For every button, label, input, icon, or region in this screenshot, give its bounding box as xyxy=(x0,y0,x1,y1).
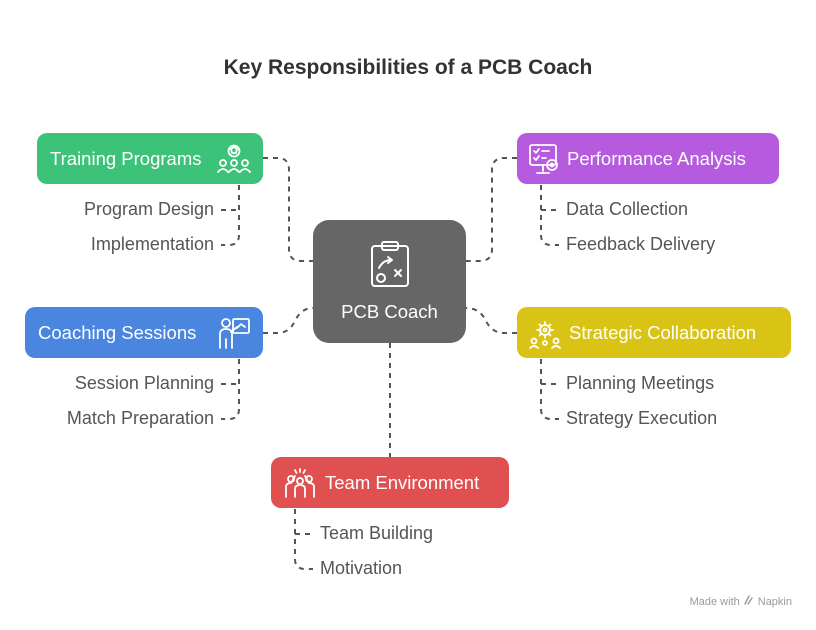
made-with-label: Made with xyxy=(689,595,740,608)
monitor-checklist-icon xyxy=(529,143,559,175)
connector-strategic-sub xyxy=(540,359,559,420)
sub-program-design: Program Design xyxy=(83,199,214,219)
branch-coaching-sessions: Coaching Sessions xyxy=(25,307,263,358)
sub-strategy-execution: Strategy Execution xyxy=(566,408,718,428)
sub-team-building: Team Building xyxy=(320,523,434,543)
sub-planning-meetings: Planning Meetings xyxy=(566,373,715,393)
group-gear-icon xyxy=(529,317,561,349)
branch-performance-analysis: Performance Analysis xyxy=(517,133,779,184)
connector-team-sub xyxy=(294,509,313,570)
connector-coaching xyxy=(263,307,314,334)
branch-label: Coaching Sessions xyxy=(38,321,197,343)
clipboard-play-icon xyxy=(369,240,411,293)
branch-label: Training Programs xyxy=(50,147,202,169)
diagram-title: Key Responsibilities of a PCB Coach xyxy=(223,56,593,79)
connector-coaching-sub xyxy=(221,359,240,420)
branch-training-programs: Training Programs xyxy=(37,133,263,184)
sub-data-collection: Data Collection xyxy=(566,199,689,219)
connector-strategic xyxy=(465,307,517,334)
sub-session-planning: Session Planning xyxy=(74,373,214,393)
presenter-board-icon xyxy=(217,317,251,349)
sub-match-preparation: Match Preparation xyxy=(66,408,214,428)
branch-strategic-collaboration: Strategic Collaboration xyxy=(517,307,791,358)
center-label: PCB Coach xyxy=(341,301,438,322)
made-with-napkin: Made with Napkin xyxy=(690,595,792,608)
connector-training-sub xyxy=(221,185,240,246)
connector-performance xyxy=(466,157,517,262)
branch-label: Performance Analysis xyxy=(567,147,746,169)
sub-feedback-delivery: Feedback Delivery xyxy=(566,234,716,254)
branch-label: Strategic Collaboration xyxy=(569,321,757,343)
team-ball-icon xyxy=(217,144,251,174)
connector-performance-sub xyxy=(540,185,559,246)
napkin-logo-icon xyxy=(744,595,754,608)
napkin-brand: Napkin xyxy=(757,595,792,608)
team-celebration-icon xyxy=(283,467,317,498)
sub-motivation: Motivation xyxy=(320,558,403,578)
connector-training xyxy=(263,157,313,262)
sub-implementation: Implementation xyxy=(90,234,214,254)
branch-team-environment: Team Environment xyxy=(271,457,509,508)
center-node: PCB Coach xyxy=(313,220,466,343)
branch-label: Team Environment xyxy=(325,471,480,493)
